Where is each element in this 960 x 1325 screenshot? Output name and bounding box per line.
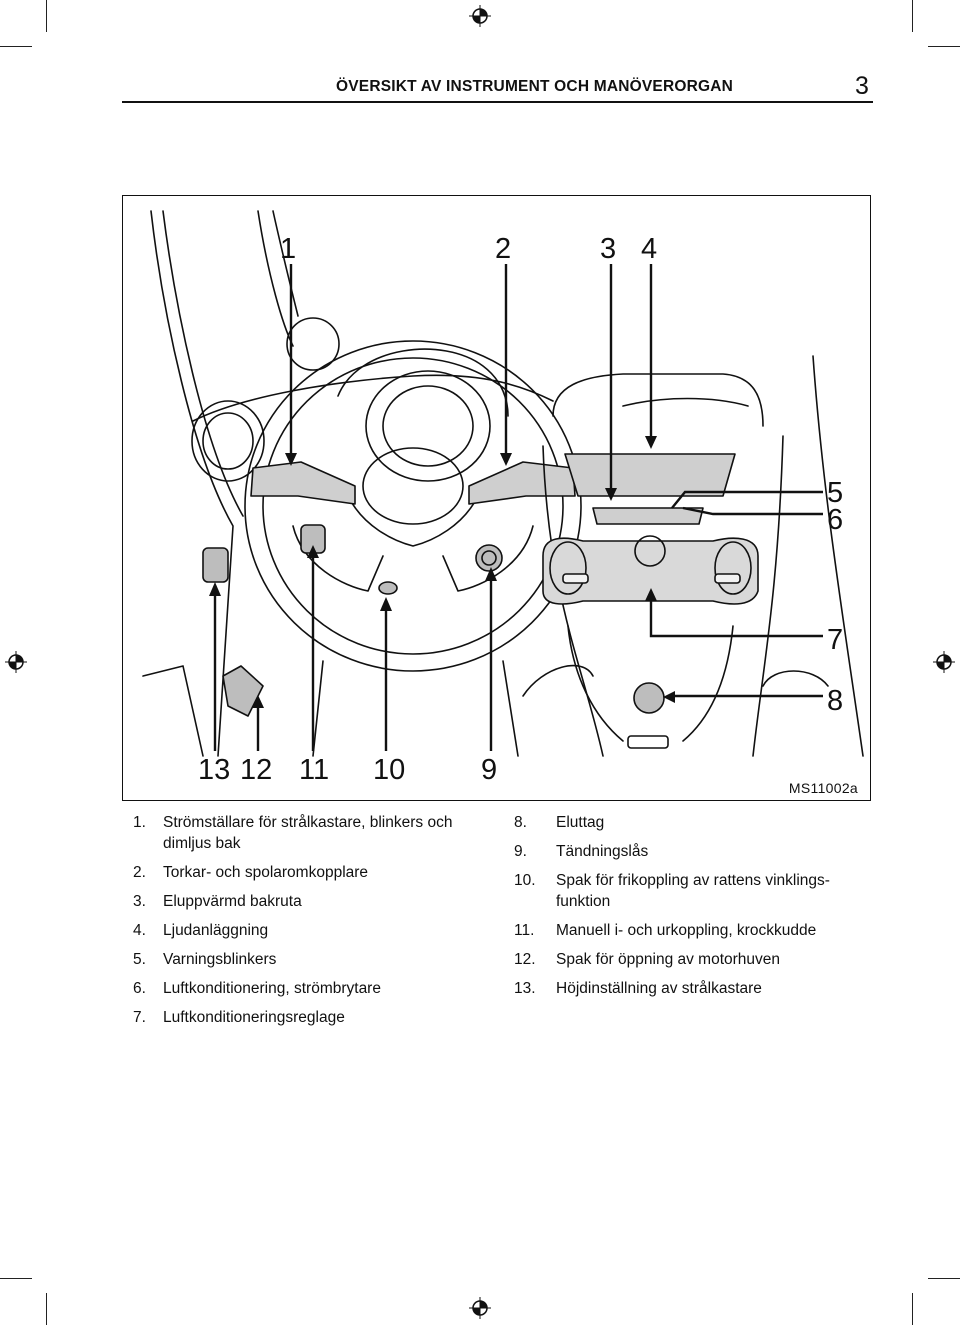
list-item: 9. Tändningslås — [514, 837, 874, 866]
item-text: Luftkonditionering, strömbrytare — [163, 980, 381, 997]
crop-mark — [912, 1293, 913, 1325]
item-number: 1. — [133, 814, 146, 831]
item-number: 13. — [514, 980, 536, 997]
list-item: 1. Strömställare för strålkastare, blinke… — [133, 808, 473, 858]
callout-label: 13 — [198, 754, 230, 786]
header-rule — [122, 101, 873, 103]
list-item: 4. Ljudanläggning — [133, 916, 473, 945]
item-text: Spak för frikoppling av rattens vinkling… — [556, 872, 830, 910]
item-text: Spak för öppning av motorhuven — [556, 951, 781, 968]
item-number: 9. — [514, 843, 527, 860]
registration-mark-icon — [469, 1297, 491, 1319]
crop-mark — [46, 1293, 47, 1325]
crop-mark — [0, 1278, 32, 1279]
list-item: 8. Eluttag — [514, 808, 874, 837]
item-text: Eluttag — [556, 814, 605, 831]
item-text: Varningsblinkers — [163, 951, 277, 968]
item-text: Strömställare för strålkastare, blinkers… — [163, 814, 453, 852]
item-text: Eluppvärmd bakruta — [163, 893, 302, 910]
item-number: 12. — [514, 951, 536, 968]
item-text: Manuell i- och urkoppling, krockkudde — [556, 922, 817, 939]
list-item: 7. Luftkonditioneringsreglage — [133, 1003, 473, 1032]
registration-mark-icon — [933, 651, 955, 673]
item-text: Torkar- och spolaromkopplare — [163, 864, 369, 881]
item-text: Luftkonditioneringsreglage — [163, 1009, 345, 1026]
callout-label: 4 — [641, 233, 657, 265]
list-item: 2. Torkar- och spolaromkopplare — [133, 858, 473, 887]
callout-label: 1 — [280, 233, 296, 265]
list-item: 10. Spak för frikoppling av rattens vinkl… — [514, 866, 874, 916]
callout-label: 9 — [481, 754, 497, 786]
item-number: 8. — [514, 814, 527, 831]
item-number: 3. — [133, 893, 146, 910]
item-number: 11. — [514, 922, 535, 939]
callout-label: 11 — [299, 754, 329, 786]
dashboard-drawing: 1 2 3 4 5 6 7 8 9 10 11 12 13 — [142, 210, 864, 786]
callout-label: 10 — [373, 754, 405, 786]
legend-left: 1. Strömställare för strålkastare, blinke… — [133, 808, 473, 1032]
page-title: ÖVERSIKT AV INSTRUMENT OCH MANÖVERORGAN — [336, 78, 734, 95]
item-number: 2. — [133, 864, 146, 881]
callout-label: 7 — [827, 624, 843, 656]
callout-label: 12 — [240, 754, 272, 786]
callout-label: 5 — [827, 477, 843, 509]
item-text: Ljudanläggning — [163, 922, 269, 939]
registration-mark-icon — [5, 651, 27, 673]
crop-mark — [912, 0, 913, 32]
callout-label: 8 — [827, 685, 843, 717]
item-number: 7. — [133, 1009, 146, 1026]
list-item: 5. Varningsblinkers — [133, 945, 473, 974]
crop-mark — [928, 1278, 960, 1279]
page-number: 3 — [855, 72, 869, 100]
callout-label: 6 — [827, 504, 843, 536]
item-number: 5. — [133, 951, 146, 968]
item-number: 6. — [133, 980, 146, 997]
list-item: 3. Eluppvärmd bakruta — [133, 887, 473, 916]
list-item: 6. Luftkonditionering, strömbrytare — [133, 974, 473, 1003]
list-item: 11. Manuell i- och urkoppling, krockkudde — [514, 916, 874, 945]
item-number: 4. — [133, 922, 146, 939]
item-number: 10. — [514, 872, 536, 889]
legend-right: 8. Eluttag 9. Tändningslås 10. Spak för fri… — [514, 808, 874, 1003]
crop-mark — [928, 46, 960, 47]
crop-mark — [46, 0, 47, 32]
list-item: 13. Höjdinställning av strålkastare — [514, 974, 874, 1003]
figure-code: MS11002a — [788, 780, 858, 796]
dashboard-illustration: 1 2 3 4 5 6 7 8 9 10 11 12 13 MS11002a — [122, 195, 871, 801]
list-item: 12. Spak för öppning av motorhuven — [514, 945, 874, 974]
callout-label: 2 — [495, 233, 511, 265]
callout-label: 3 — [600, 233, 616, 265]
item-text: Höjdinställning av strålkastare — [556, 980, 762, 997]
registration-mark-icon — [469, 5, 491, 27]
crop-mark — [0, 46, 32, 47]
item-text: Tändningslås — [556, 843, 649, 860]
